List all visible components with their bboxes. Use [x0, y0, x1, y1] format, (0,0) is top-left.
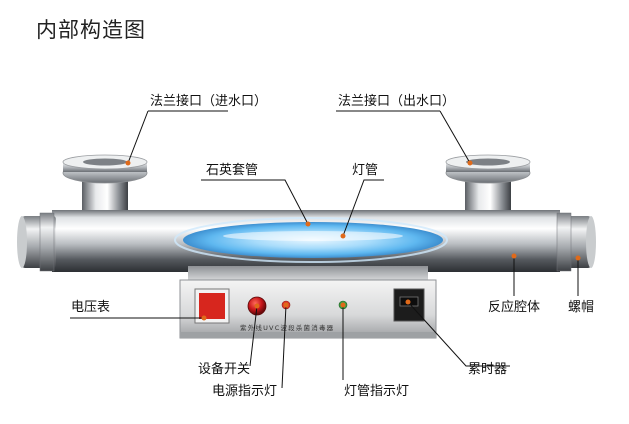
label-nut-cap: 螺帽 [568, 299, 594, 315]
hour-timer [393, 288, 425, 322]
label-inlet-flange: 法兰接口（进水口） [150, 93, 267, 109]
label-reactor-body: 反应腔体 [488, 299, 540, 315]
label-lamp: 灯管 [352, 163, 378, 178]
panel-product-text: 紫外线UVC波段杀菌消毒器 [240, 323, 334, 332]
label-power-indicator: 电源指示灯 [212, 384, 277, 399]
outlet-flange [445, 154, 531, 218]
mounting-stand [188, 266, 428, 280]
uv-lamp-glow [183, 222, 443, 258]
label-outlet-flange: 法兰接口（出水口） [338, 93, 455, 109]
leader-lines [70, 110, 579, 389]
label-quartz-sleeve: 石英套管 [206, 162, 258, 178]
label-power-switch: 设备开关 [198, 361, 250, 377]
label-timer: 累时器 [468, 362, 507, 377]
marker-dots [125, 160, 581, 321]
nut-cap [556, 212, 596, 272]
left-cap [17, 212, 56, 272]
page-title: 内部构造图 [36, 18, 146, 42]
label-lamp-indicator: 灯管指示灯 [344, 384, 409, 399]
voltmeter [194, 288, 230, 324]
label-voltmeter: 电压表 [71, 300, 110, 315]
inlet-flange [62, 154, 148, 218]
quartz-sleeve [174, 217, 448, 263]
